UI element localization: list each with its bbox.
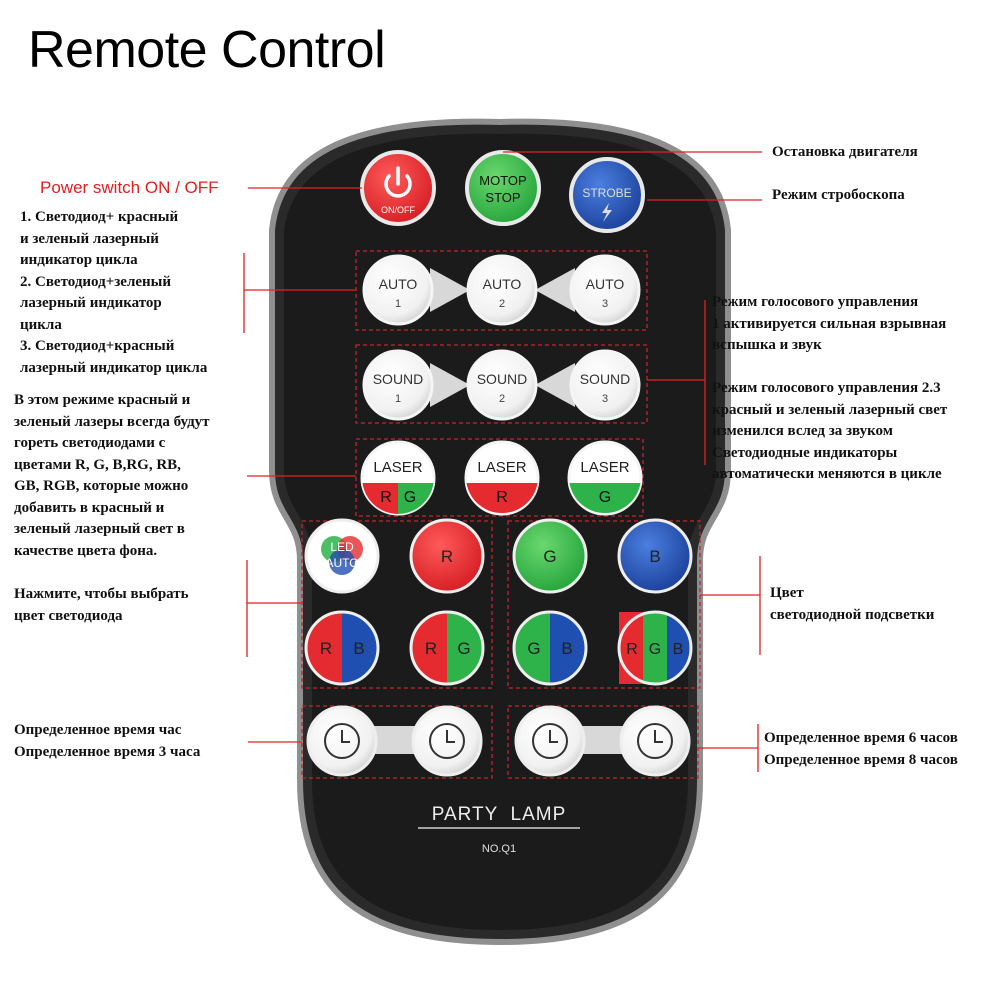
sound-3-label: SOUND: [580, 371, 631, 387]
annotation-strobe: Режим стробоскопа: [772, 187, 905, 203]
timer-1h-button[interactable]: [306, 705, 378, 777]
led-rg-g: G: [457, 639, 470, 658]
led-rb-button[interactable]: R B: [304, 610, 380, 686]
clock-icon: [429, 723, 465, 759]
sound-2-button[interactable]: SOUND 2: [466, 349, 538, 421]
motor-label-2: STOP: [485, 190, 520, 205]
annotation-led-select: Нажмите, чтобы выбрать цвет светодиода: [14, 586, 189, 624]
laser-rg-r: R: [380, 489, 392, 506]
timer-3h-button[interactable]: [411, 705, 483, 777]
timer-8h-button[interactable]: [619, 705, 691, 777]
timer-6h-button[interactable]: [514, 705, 586, 777]
led-auto-label-1: LED: [330, 540, 354, 554]
auto-3-num: 3: [602, 298, 608, 310]
led-rgb-b: B: [673, 641, 684, 658]
annotation-sound: Режим голосового управления 1 активирует…: [712, 294, 948, 482]
led-r-button[interactable]: R: [409, 518, 485, 594]
clock-icon: [324, 723, 360, 759]
laser-r-label: LASER: [477, 459, 526, 476]
sound-1-num: 1: [395, 393, 401, 405]
led-gb-b: B: [561, 639, 572, 658]
led-rb-b: B: [353, 639, 364, 658]
annotation-laser: В этом режиме красный и зеленый лазеры в…: [14, 392, 210, 559]
annotation-motor: Остановка двигателя: [772, 144, 918, 160]
led-rb-r: R: [320, 639, 332, 658]
auto-1-num: 1: [395, 298, 401, 310]
laser-rg-g: G: [404, 489, 416, 506]
led-rgb-r: R: [626, 641, 638, 658]
clock-icon: [637, 723, 673, 759]
led-g-label: G: [543, 547, 556, 566]
model-label: NO.Q1: [482, 843, 516, 855]
laser-r-button[interactable]: LASER R: [464, 440, 540, 516]
led-gb-g: G: [527, 639, 540, 658]
laser-rg-button[interactable]: LASER R G: [360, 440, 436, 516]
led-auto-label-2: AUTO: [325, 556, 358, 570]
sound-1-button[interactable]: SOUND 1: [362, 349, 434, 421]
laser-r-letter: R: [496, 489, 508, 506]
auto-1-label: AUTO: [379, 276, 418, 292]
annotation-auto: 1. Светодиод+ красный и зеленый лазерный…: [20, 209, 208, 376]
brand-label: PARTY LAMP: [432, 804, 567, 825]
led-gb-button[interactable]: G B: [512, 610, 588, 686]
led-auto-button[interactable]: LED AUTO: [304, 518, 380, 594]
auto-3-label: AUTO: [586, 276, 625, 292]
auto-2-button[interactable]: AUTO 2: [466, 254, 538, 326]
led-rg-r: R: [425, 639, 437, 658]
annotation-timer-left: Определенное время час Определенное врем…: [14, 722, 201, 760]
strobe-label: STROBE: [582, 186, 631, 200]
power-label: ON/OFF: [381, 205, 415, 215]
laser-g-label: LASER: [580, 459, 629, 476]
annotation-backlight: Цвет светодиодной подсветки: [770, 585, 935, 623]
power-button[interactable]: ON/OFF: [360, 150, 436, 226]
led-g-button[interactable]: G: [512, 518, 588, 594]
clock-icon: [532, 723, 568, 759]
auto-3-button[interactable]: AUTO 3: [569, 254, 641, 326]
annotation-power: Power switch ON / OFF: [40, 178, 219, 197]
sound-2-num: 2: [499, 393, 505, 405]
laser-rg-label: LASER: [373, 459, 422, 476]
sound-1-label: SOUND: [373, 371, 424, 387]
led-rg-button[interactable]: R G: [409, 610, 485, 686]
led-rgb-g: G: [649, 641, 661, 658]
laser-g-button[interactable]: LASER G: [567, 440, 643, 516]
auto-1-button[interactable]: AUTO 1: [362, 254, 434, 326]
auto-2-num: 2: [499, 298, 505, 310]
sound-3-num: 3: [602, 393, 608, 405]
strobe-button[interactable]: STROBE: [569, 157, 645, 233]
annotation-timer-right: Определенное время 6 часов Определенное …: [764, 730, 958, 768]
lightning-icon: [602, 203, 612, 222]
sound-3-button[interactable]: SOUND 3: [569, 349, 641, 421]
led-rgb-button[interactable]: R G B: [617, 610, 693, 686]
power-icon: [384, 166, 412, 198]
sound-2-label: SOUND: [477, 371, 528, 387]
auto-2-label: AUTO: [483, 276, 522, 292]
led-r-label: R: [441, 547, 453, 566]
page-title: Remote Control: [28, 21, 386, 79]
led-b-button[interactable]: B: [617, 518, 693, 594]
laser-g-letter: G: [599, 489, 611, 506]
motor-label-1: MOTOP: [479, 173, 526, 188]
led-b-label: B: [649, 547, 660, 566]
group-outlines: [301, 250, 701, 779]
motor-stop-button[interactable]: MOTOP STOP: [465, 150, 541, 226]
